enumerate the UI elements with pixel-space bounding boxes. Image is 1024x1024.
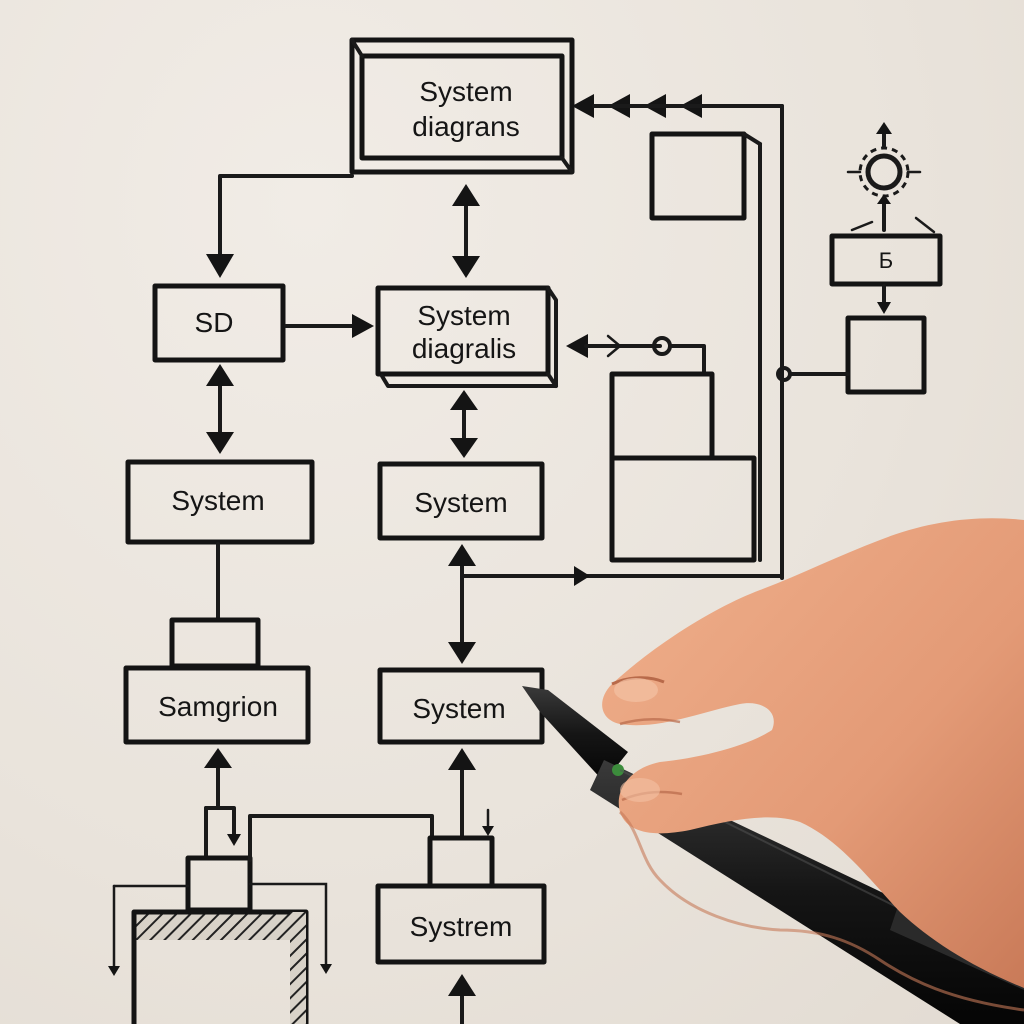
node-hatched-block — [108, 882, 332, 1024]
connector-lower-systrem — [427, 748, 495, 889]
node-system-lower: System — [377, 667, 545, 745]
node-samgrion: Samgrion — [123, 665, 311, 745]
node-system-diagralis: System diagralis — [375, 285, 558, 388]
node-system-center-label: System — [414, 487, 507, 518]
connector-sd-system-left — [206, 364, 234, 454]
node-system-left-label: System — [171, 485, 264, 516]
node-tall-right — [609, 371, 757, 563]
hand-icon — [602, 518, 1024, 1012]
node-small-top-right — [649, 131, 762, 562]
node-b-box: Б — [829, 233, 943, 287]
node-sd: SD — [152, 283, 286, 363]
node-right-small — [845, 315, 927, 395]
node-b-label: Б — [879, 248, 893, 273]
middle-right-connector — [566, 334, 706, 374]
connector-top-middle — [452, 184, 480, 278]
node-system-left: System — [125, 459, 315, 545]
node-middle-line1: System — [417, 300, 510, 331]
node-connector-block-left — [169, 617, 261, 669]
node-systrem: Systrem — [375, 883, 547, 965]
node-system-diagrans: System diagrans — [349, 37, 575, 175]
node-system-lower-label: System — [412, 693, 505, 724]
top-right-arrows — [572, 94, 784, 580]
connector-middle-system-center — [450, 390, 478, 458]
node-top-line1: System — [419, 76, 512, 107]
node-top-line2: diagrans — [412, 111, 519, 142]
connector-top-to-sd — [218, 174, 354, 264]
node-sd-label: SD — [195, 307, 234, 338]
connector-center-lower — [448, 544, 476, 664]
node-middle-line2: diagralis — [412, 333, 516, 364]
node-samgrion-label: Samgrion — [158, 691, 278, 722]
node-system-center: System — [377, 461, 545, 541]
node-systrem-label: Systrem — [410, 911, 513, 942]
gear-icon — [846, 122, 936, 234]
